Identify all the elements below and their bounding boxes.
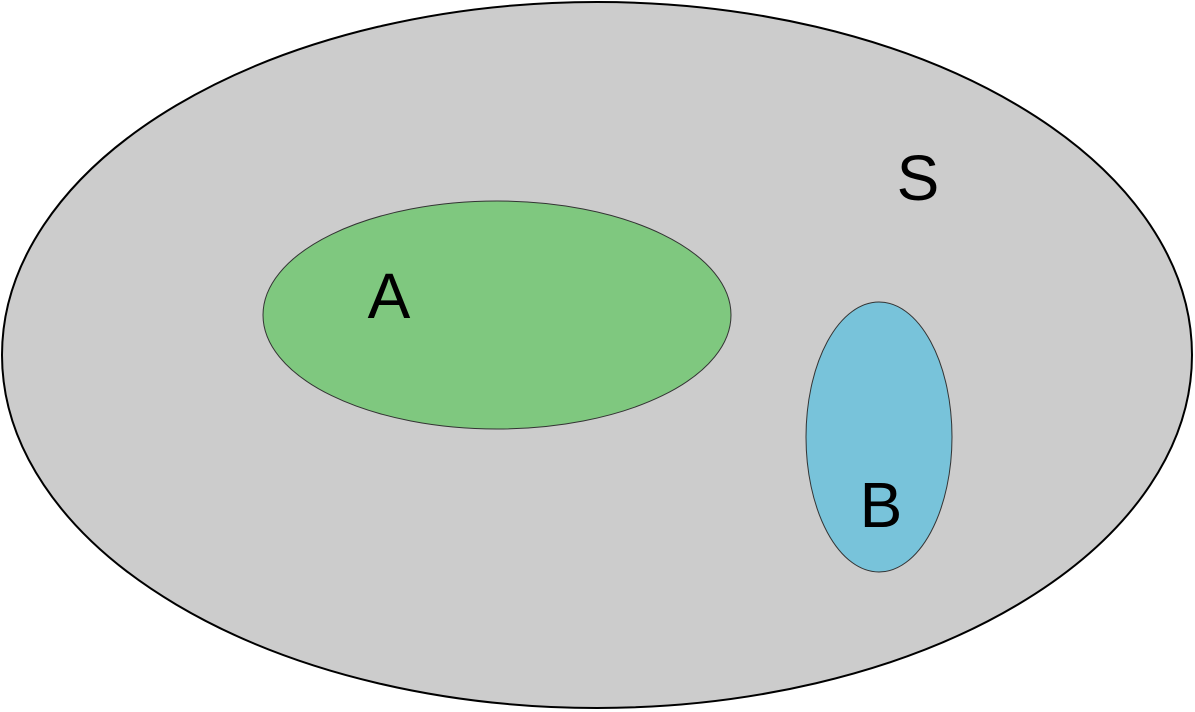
- set-a-ellipse: [262, 200, 732, 430]
- set-b-group: B: [805, 301, 953, 573]
- universe-set-label: S: [897, 142, 940, 214]
- set-b-ellipse: [805, 301, 953, 573]
- set-a-label: A: [368, 260, 411, 332]
- set-b-label: B: [860, 469, 903, 541]
- set-a-group: A: [262, 200, 732, 430]
